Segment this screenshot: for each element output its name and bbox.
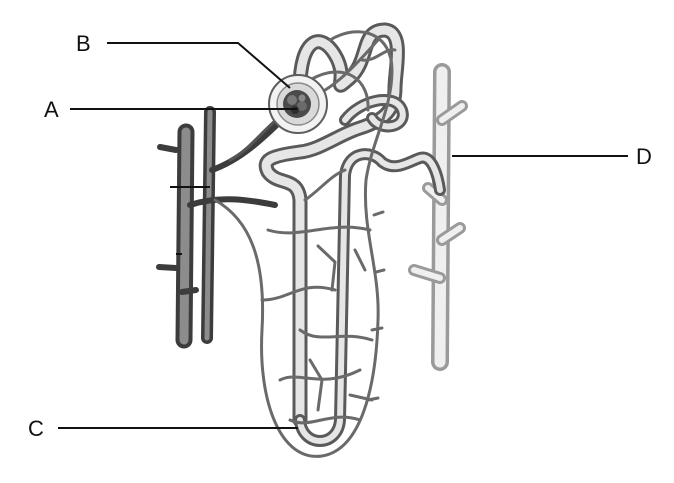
nephron-tubule: [258, 22, 446, 447]
label-c: C: [28, 416, 44, 441]
label-a: A: [44, 97, 59, 122]
leader-b: [107, 42, 291, 89]
blood-vessels: [156, 106, 293, 349]
leader-lines: [58, 42, 628, 429]
label-d: D: [636, 144, 652, 169]
glomerulus: [283, 90, 311, 118]
label-b: B: [76, 31, 91, 56]
collecting-duct: [408, 63, 468, 371]
